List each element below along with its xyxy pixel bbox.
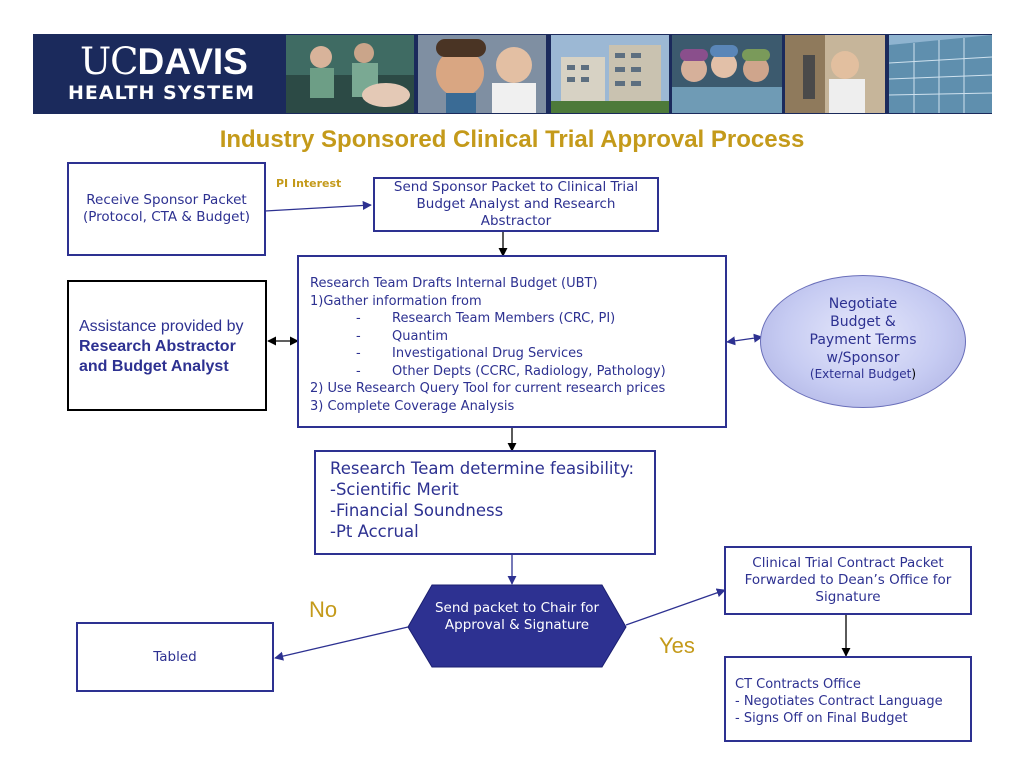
- arrow-chair-to-tabled: [274, 626, 409, 661]
- logo-health-system-text: HEALTH SYSTEM: [68, 82, 255, 104]
- chair-approval-hexagon: [407, 584, 627, 668]
- budget-source: -Other Depts (CCRC, Radiology, Pathology…: [356, 363, 666, 379]
- receive-sponsor-packet-box: Receive Sponsor Packet (Protocol, CTA & …: [67, 162, 266, 256]
- pi-interest-label: PI Interest: [276, 177, 342, 190]
- send-sponsor-packet-box: Send Sponsor Packet to Clinical Trial Bu…: [373, 177, 659, 232]
- logo-davis-text: DAVIS: [137, 41, 248, 82]
- page-title: Industry Sponsored Clinical Trial Approv…: [219, 126, 805, 153]
- feasibility-item: -Financial Soundness: [330, 501, 504, 520]
- tabled-box: Tabled: [76, 622, 274, 692]
- photo-lab-researcher: [785, 35, 885, 113]
- feasibility-heading: Research Team determine feasibility:: [330, 459, 635, 478]
- yes-label: Yes: [659, 633, 695, 658]
- budget-step-3: 3) Complete Coverage Analysis: [310, 398, 515, 414]
- feasibility-item: -Pt Accrual: [330, 522, 419, 541]
- ct-contracts-office-box: CT Contracts Office - Negotiates Contrac…: [724, 656, 972, 742]
- assistance-box: Assistance provided by Research Abstract…: [67, 280, 267, 411]
- budget-heading: Research Team Drafts Internal Budget (UB…: [310, 276, 598, 291]
- ucdavis-logo: UCDAVIS HEALTH SYSTEM: [33, 34, 281, 114]
- budget-source: -Research Team Members (CRC, PI): [356, 311, 616, 326]
- arrow-chair-to-dean: [625, 588, 726, 626]
- assistance-bold-text: Research Abstractor and Budget Analyst: [79, 338, 236, 375]
- chair-approval-text: Send packet to Chair for Approval & Sign…: [434, 600, 600, 633]
- negotiate-text: Negotiate Budget & Payment Terms w/Spons…: [809, 296, 917, 366]
- feasibility-item: -Scientific Merit: [330, 480, 459, 499]
- dean-office-box: Clinical Trial Contract Packet Forwarded…: [724, 546, 972, 615]
- no-label: No: [309, 597, 338, 622]
- photo-hospital-building: [551, 35, 669, 113]
- budget-source: -Investigational Drug Services: [356, 346, 583, 361]
- logo-uc-text: UC: [80, 40, 138, 83]
- photo-glass-building: [889, 35, 992, 113]
- logo-wordmark: UCDAVIS: [80, 40, 248, 83]
- ct-office-heading: CT Contracts Office: [735, 677, 861, 692]
- budget-step-1: 1)Gather information from: [310, 293, 482, 309]
- budget-step-2: 2) Use Research Query Tool for current r…: [310, 381, 666, 396]
- feasibility-box: Research Team determine feasibility: -Sc…: [314, 450, 656, 555]
- ct-office-item: - Signs Off on Final Budget: [735, 711, 908, 726]
- photo-surgery: [286, 35, 414, 113]
- negotiate-budget-oval: Negotiate Budget & Payment Terms w/Spons…: [760, 275, 966, 408]
- arrow-receive-to-send: [264, 200, 372, 212]
- assistance-prefix-text: Assistance provided by: [79, 318, 244, 335]
- photo-surgical-team: [672, 35, 782, 113]
- photo-child-doctor: [418, 35, 546, 113]
- ct-office-item: - Negotiates Contract Language: [735, 694, 943, 709]
- internal-budget-box: Research Team Drafts Internal Budget (UB…: [297, 255, 727, 428]
- budget-source: -Quantim: [356, 328, 449, 344]
- external-budget-text: (External Budget): [809, 367, 917, 381]
- arrow-budget-negotiate: [726, 333, 763, 346]
